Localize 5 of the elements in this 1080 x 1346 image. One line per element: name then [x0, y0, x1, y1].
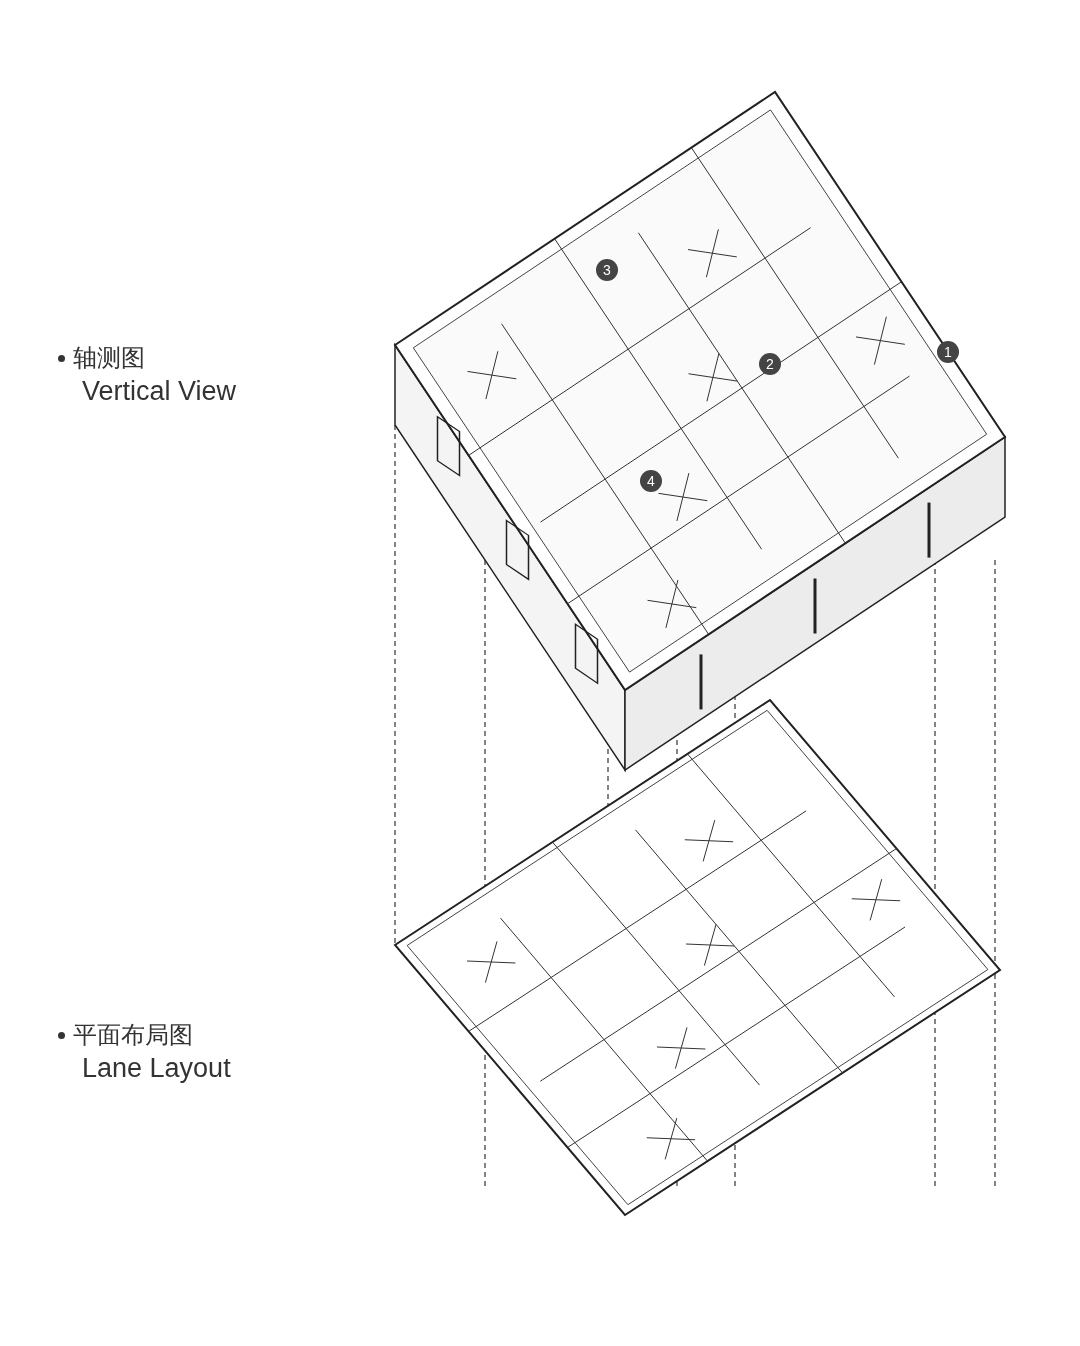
view-subtitle: Vertical View: [82, 375, 237, 408]
view-title: 轴测图: [73, 343, 145, 373]
view-subtitle: Lane Layout: [82, 1052, 231, 1085]
callout-number: 1: [937, 341, 959, 363]
view-title: 平面布局图: [73, 1020, 193, 1050]
